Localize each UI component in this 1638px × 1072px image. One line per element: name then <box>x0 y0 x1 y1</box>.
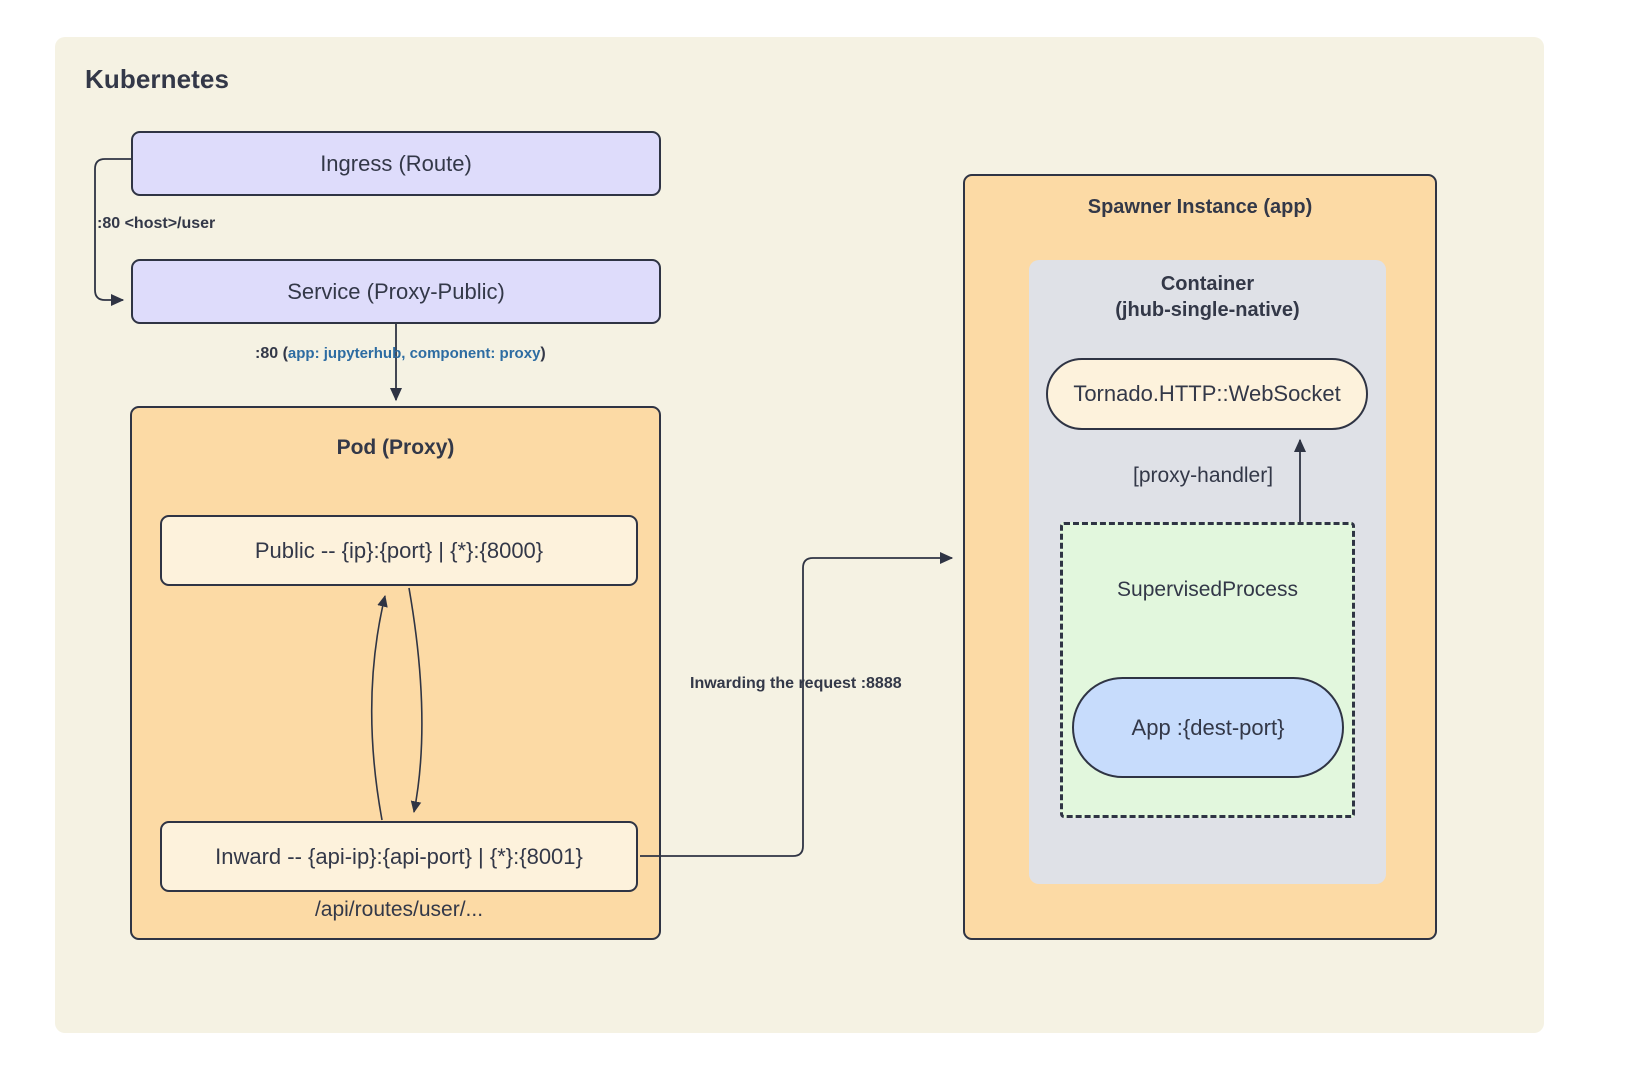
node-public-endpoint[interactable]: Public -- {ip}:{port} | {*}:{8000} <box>160 515 638 586</box>
cluster-spawner-instance-title: Spawner Instance (app) <box>1087 196 1313 218</box>
edge-label-api-routes-path: /api/routes/user/... <box>314 898 484 921</box>
edge-label-port: :80 <box>255 345 283 362</box>
node-service-proxy-public[interactable]: Service (Proxy-Public) <box>131 259 661 324</box>
edge-label-ingress-to-service: :80 <host>/user <box>97 215 216 232</box>
edge-label-proxy-handler: [proxy-handler] <box>1133 464 1274 487</box>
node-ingress-label: Ingress (Route) <box>320 150 472 176</box>
node-inward-endpoint-label: Inward -- {api-ip}:{api-port} | {*}:{800… <box>215 843 583 869</box>
node-ingress[interactable]: Ingress (Route) <box>131 131 661 196</box>
cluster-container-title: Container (jhub-single-native) <box>1115 273 1300 322</box>
node-public-endpoint-label: Public -- {ip}:{port} | {*}:{8000} <box>254 537 544 563</box>
cluster-kubernetes-title: Kubernetes <box>85 64 230 94</box>
edge-label-inwarding-request: Inwarding the request :8888 <box>690 675 902 692</box>
node-tornado-websocket-label: Tornado.HTTP::WebSocket <box>1073 381 1341 407</box>
node-tornado-websocket[interactable]: Tornado.HTTP::WebSocket <box>1046 358 1368 430</box>
node-app-dest-port-label: App :{dest-port} <box>1131 714 1285 740</box>
edge-label-close-paren: ) <box>540 345 546 362</box>
node-inward-endpoint[interactable]: Inward -- {api-ip}:{api-port} | {*}:{800… <box>160 821 638 892</box>
edge-label-service-to-pod: :80 (app: jupyterhub, component: proxy) <box>255 345 546 363</box>
node-service-proxy-public-label: Service (Proxy-Public) <box>287 278 505 304</box>
cluster-supervised-process-title: SupervisedProcess <box>1117 578 1298 601</box>
cluster-pod-proxy-title: Pod (Proxy) <box>336 436 455 459</box>
edge-label-open-paren: ( <box>282 345 288 362</box>
edge-label-selector: app: jupyterhub, component: proxy <box>287 345 541 362</box>
node-app-dest-port[interactable]: App :{dest-port} <box>1072 677 1344 778</box>
